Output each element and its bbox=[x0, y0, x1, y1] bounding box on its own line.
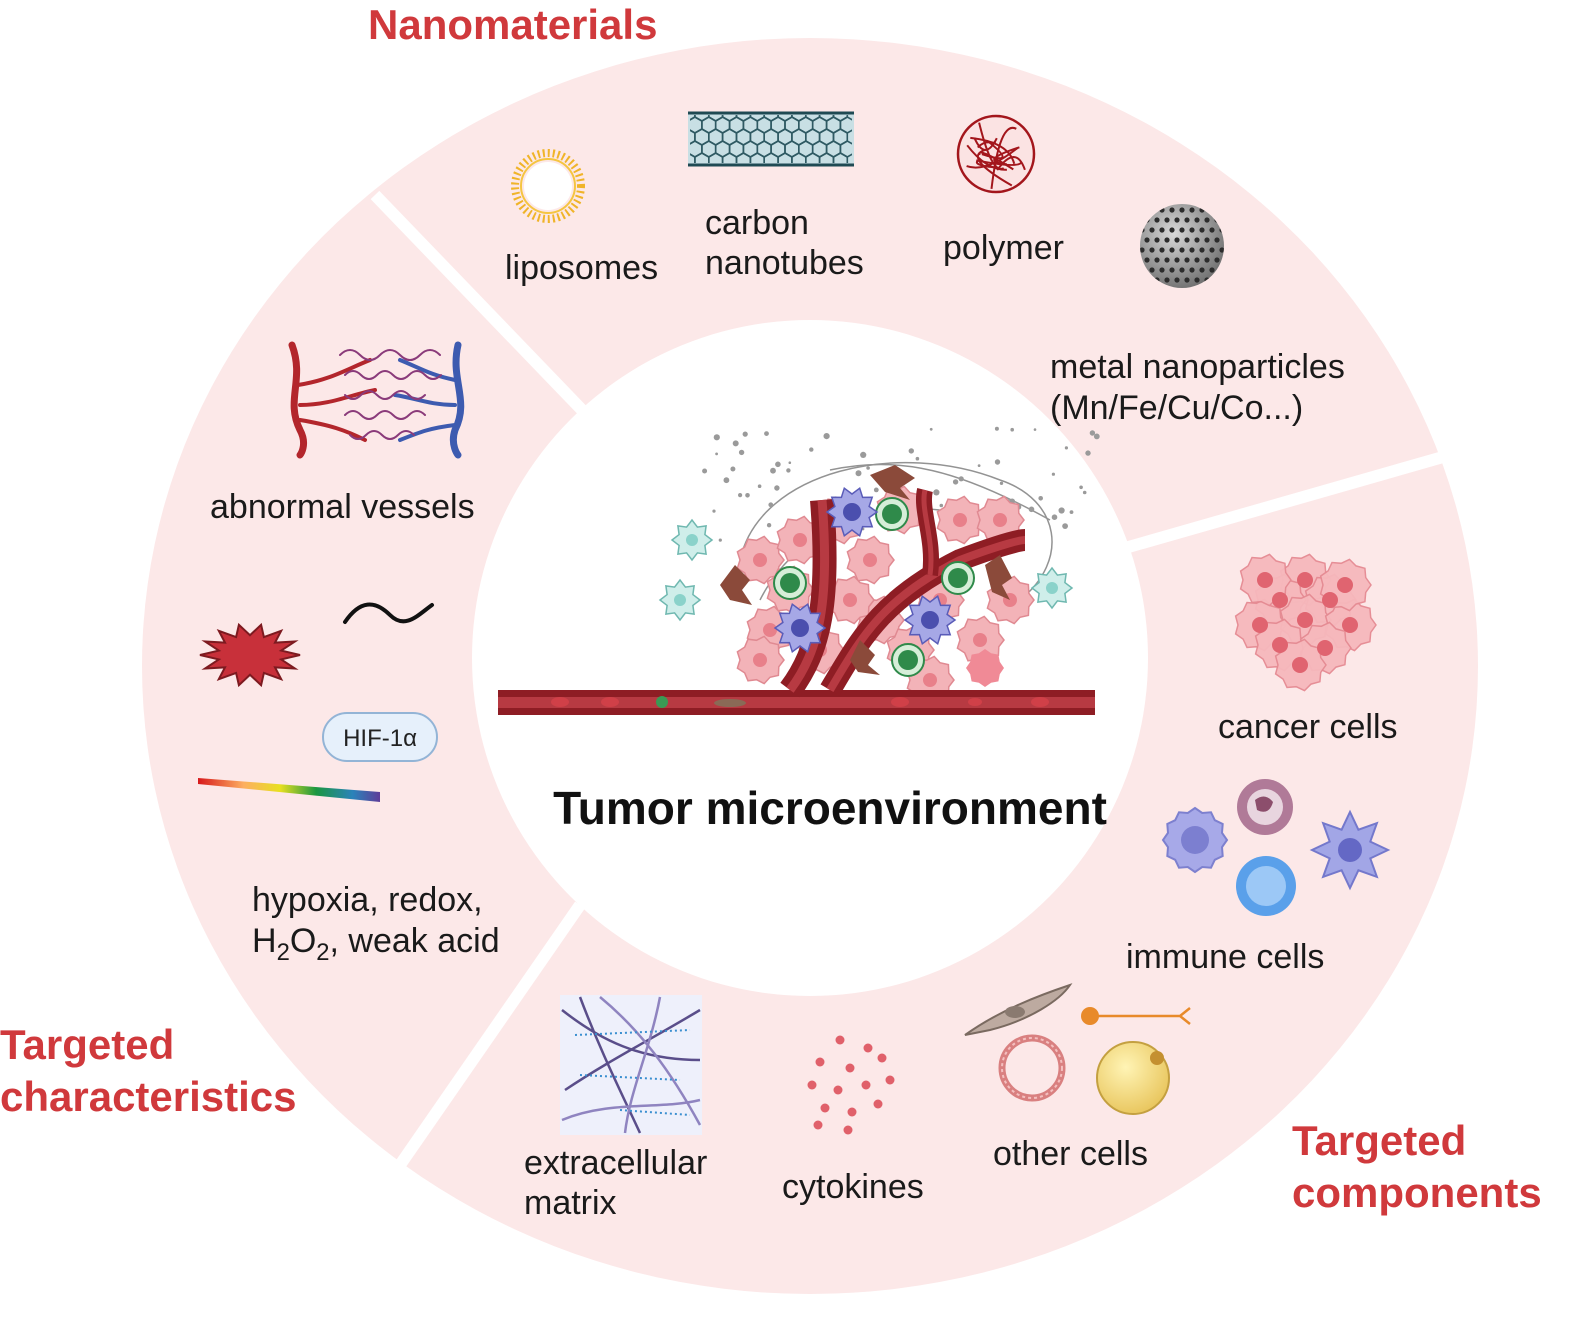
metal-nanoparticles-label-2: (Mn/Fe/Cu/Co...) bbox=[1050, 389, 1304, 427]
immune-cells-icon bbox=[1161, 779, 1391, 916]
liposomes-label: liposomes bbox=[505, 249, 659, 287]
carbon-nanotubes-label-2: nanotubes bbox=[705, 244, 864, 282]
targeted-characteristics-title-2: characteristics bbox=[0, 1073, 297, 1120]
hif-1a-badge: HIF-1α bbox=[322, 712, 438, 762]
chemistry-label-2: H2O2, weak acid bbox=[252, 921, 500, 973]
carbon-nanotubes-label-1: carbon bbox=[705, 204, 809, 242]
ecm-label-1: extracellular bbox=[524, 1144, 708, 1182]
tumor-scene bbox=[498, 426, 1100, 715]
separator-sw bbox=[395, 901, 585, 1169]
targeted-components-title-1: Targeted bbox=[1292, 1117, 1467, 1164]
polymer-icon bbox=[956, 114, 1036, 194]
targeted-components-title-2: components bbox=[1292, 1169, 1542, 1216]
cytokines-icon bbox=[807, 1035, 895, 1135]
polymer-label: polymer bbox=[943, 229, 1064, 267]
nanomaterials-title: Nanomaterials bbox=[368, 1, 658, 48]
chem-sub-2b: 2 bbox=[316, 938, 330, 966]
ros-star-icon bbox=[199, 622, 301, 688]
redox-wave-icon bbox=[343, 602, 434, 624]
outer-ring bbox=[141, 38, 1478, 1294]
chem-h: H bbox=[252, 922, 277, 960]
targeted-characteristics-title-1: Targeted bbox=[0, 1021, 175, 1068]
ph-gradient-icon bbox=[198, 778, 380, 802]
extracellular-matrix-icon bbox=[560, 995, 702, 1135]
abnormal-vessels-icon bbox=[288, 341, 465, 459]
other-cells-icon bbox=[964, 983, 1191, 1115]
liposome-icon bbox=[511, 149, 585, 223]
cancer-cells-icon bbox=[1234, 553, 1377, 692]
other-cells-label: other cells bbox=[993, 1135, 1148, 1173]
chemistry-label-1: hypoxia, redox, bbox=[252, 881, 483, 919]
abnormal-vessels-label: abnormal vessels bbox=[210, 488, 475, 526]
ecm-label-2: matrix bbox=[524, 1184, 617, 1222]
immune-cells-label: immune cells bbox=[1126, 938, 1325, 976]
separator-nw bbox=[370, 190, 587, 415]
cancer-cells-label: cancer cells bbox=[1218, 708, 1398, 746]
chem-o: O bbox=[289, 922, 317, 960]
chem-sub-2a: 2 bbox=[276, 938, 290, 966]
cytokines-label: cytokines bbox=[782, 1168, 924, 1206]
chem-rest: , weak acid bbox=[329, 922, 500, 960]
tumor-microenvironment-title: Tumor microenvironment bbox=[553, 782, 1107, 834]
carbon-nanotube-icon bbox=[688, 111, 854, 167]
metal-nanoparticles-label-1: metal nanoparticles bbox=[1050, 348, 1345, 386]
separator-e bbox=[1123, 449, 1452, 554]
